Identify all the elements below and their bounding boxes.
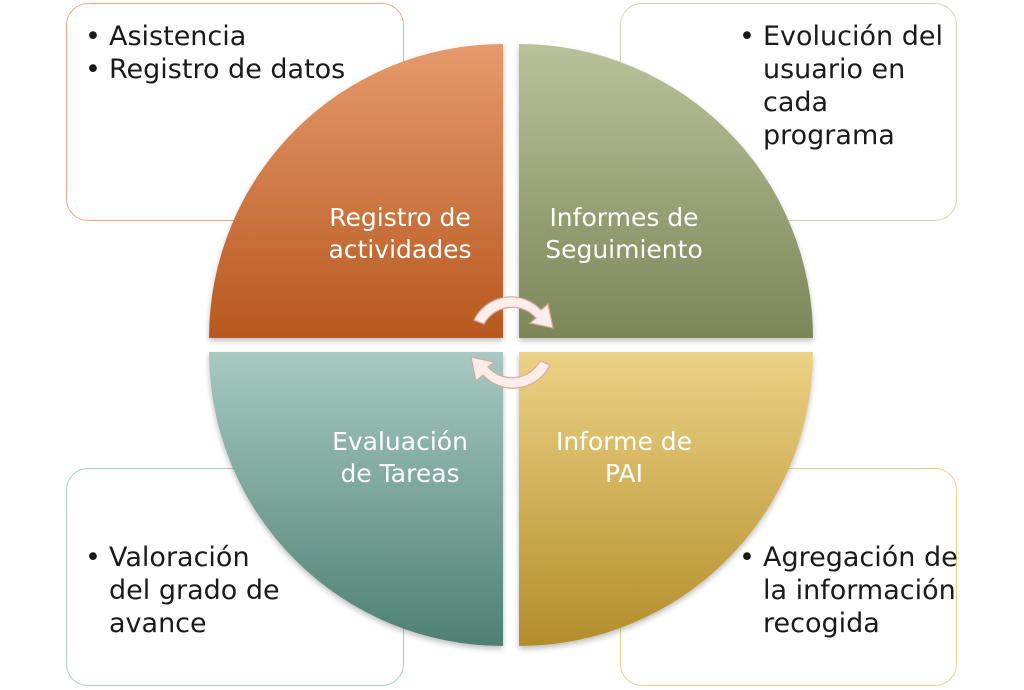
label-line: Evaluación: [332, 427, 468, 456]
quadrant-label-top-left: Registro de actividades: [290, 202, 510, 266]
label-line: PAI: [605, 459, 643, 488]
label-line: de Tareas: [340, 459, 460, 488]
label-line: Informe de: [555, 427, 693, 456]
note-item: Asistencia: [85, 20, 393, 53]
note-item: Evolución del usuario en cada programa: [739, 20, 953, 152]
note-list: Valoración del grado de avance: [85, 541, 393, 640]
label-line: Registro de: [329, 203, 471, 232]
label-line: Informes de: [549, 203, 699, 232]
quadrant-label-bottom-right: Informe de PAI: [514, 426, 734, 490]
quadrant-bottom-right: [519, 352, 813, 646]
clockwise-cycle-arrows-icon: [470, 296, 554, 389]
label-line: actividades: [328, 235, 472, 264]
quadrant-label-top-right: Informes de Seguimiento: [514, 202, 734, 266]
note-box-bottom-left: Valoración del grado de avance: [66, 468, 404, 686]
label-line: Seguimiento: [545, 235, 703, 264]
note-list: Evolución del usuario en cada programa: [739, 20, 946, 152]
quadrant-bottom-left: [209, 352, 503, 646]
note-item: Agregación de la información recogida: [739, 541, 963, 640]
note-list: Asistencia Registro de datos: [85, 20, 393, 86]
note-list: Agregación de la información recogida: [739, 541, 958, 640]
quadrant-top-left: [209, 44, 503, 338]
quadrant-top-right: [519, 44, 813, 338]
quadrant-label-bottom-left: Evaluación de Tareas: [290, 426, 510, 490]
note-item: Valoración del grado de avance: [85, 541, 299, 640]
note-item: Registro de datos: [85, 53, 369, 86]
